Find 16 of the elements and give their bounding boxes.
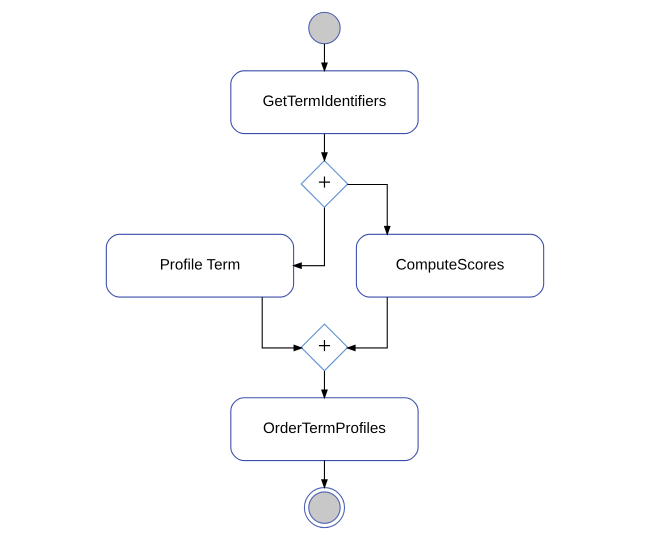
arrow: [292, 208, 324, 270]
node-circle: [303, 487, 345, 528]
arrow: [320, 460, 328, 490]
node-box: GetTermIdentifiers: [230, 70, 418, 134]
arrow: [320, 371, 328, 400]
node-diamond: +: [300, 160, 348, 208]
node-box: Profile Term: [105, 234, 294, 298]
arrow: [320, 44, 328, 72]
arrow: [346, 184, 390, 236]
arrow: [320, 134, 328, 162]
arrow: [261, 297, 303, 352]
node-box: ComputeScores: [355, 234, 544, 298]
node-diamond: +: [300, 323, 348, 372]
arrow: [345, 297, 388, 352]
node-circle: [308, 12, 340, 44]
node-box: OrderTermProfiles: [230, 397, 418, 462]
